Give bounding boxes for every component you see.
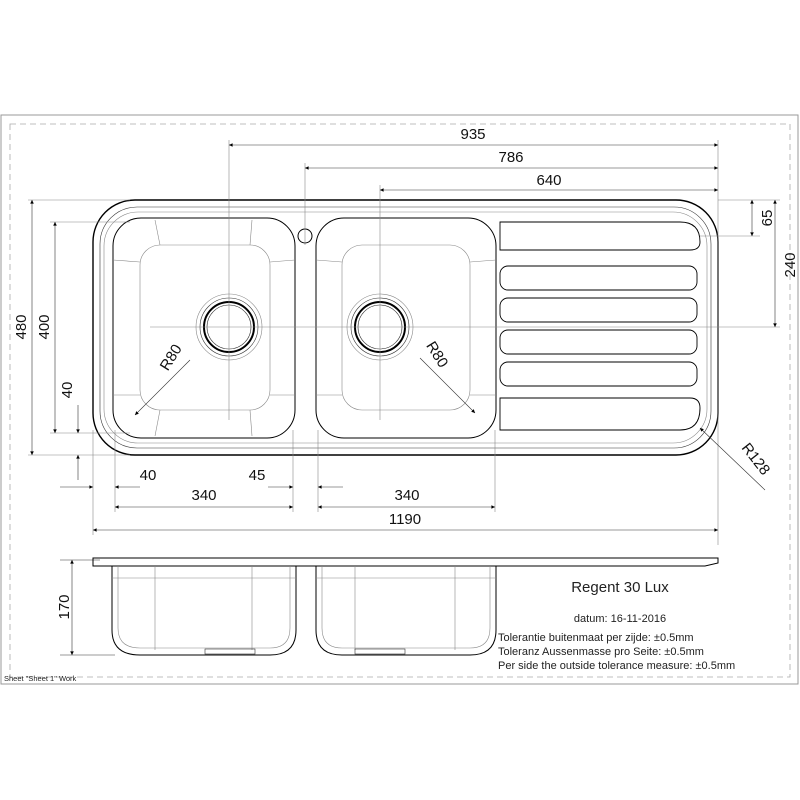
dim-170: 170 bbox=[56, 594, 73, 619]
sheet-frame bbox=[0, 114, 799, 685]
dim-40-horizontal: 40 bbox=[140, 467, 157, 484]
drawing-date: datum: 16-11-2016 bbox=[574, 613, 666, 625]
tolerance-nl: Tolerantie buitenmaat per zijde: ±0.5mm bbox=[498, 632, 694, 644]
dim-640: 640 bbox=[536, 172, 561, 189]
tolerance-en: Per side the outside tolerance measure: … bbox=[498, 660, 735, 672]
dim-65: 65 bbox=[759, 210, 776, 227]
dim-786: 786 bbox=[498, 149, 523, 166]
right-bowl bbox=[315, 217, 497, 439]
dim-340-right: 340 bbox=[394, 487, 419, 504]
dim-1190: 1190 bbox=[389, 511, 421, 528]
dim-r80-right: R80 bbox=[422, 338, 451, 370]
dim-40-vertical: 40 bbox=[59, 382, 76, 399]
dim-340-left: 340 bbox=[191, 487, 216, 504]
dim-480: 480 bbox=[13, 314, 30, 339]
dim-45: 45 bbox=[249, 467, 266, 484]
dimension-lines bbox=[30, 143, 777, 656]
sheet-label: Sheet "Sheet 1" Work bbox=[4, 674, 77, 683]
tolerance-de: Toleranz Aussenmasse pro Seite: ±0.5mm bbox=[498, 646, 704, 658]
drainboard bbox=[499, 221, 701, 431]
dim-935: 935 bbox=[460, 126, 485, 143]
extension-lines bbox=[28, 140, 780, 545]
drawing-border bbox=[9, 123, 791, 678]
sink-side-view bbox=[92, 557, 719, 656]
dim-r128: R128 bbox=[738, 440, 773, 479]
dim-400: 400 bbox=[36, 314, 53, 339]
sink-top-view bbox=[92, 199, 719, 456]
dim-240: 240 bbox=[782, 252, 799, 277]
model-name: Regent 30 Lux bbox=[571, 579, 669, 596]
left-bowl bbox=[112, 217, 296, 439]
